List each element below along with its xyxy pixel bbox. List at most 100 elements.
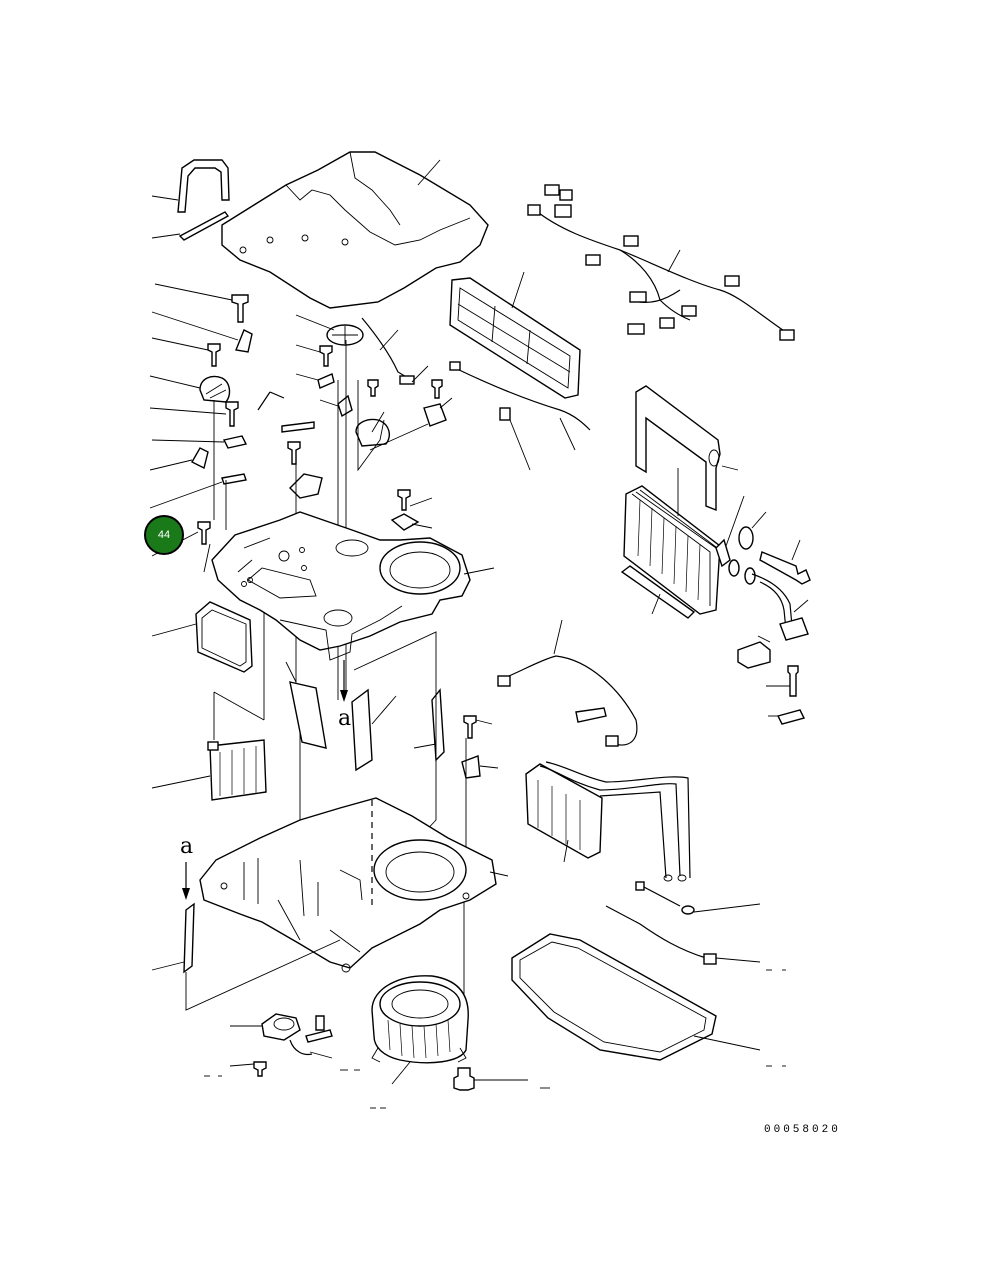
bolt (787, 665, 799, 697)
seal-strip (178, 211, 230, 241)
leader-line (791, 539, 801, 561)
callout-label: 44 (157, 529, 171, 541)
leader-line (409, 497, 433, 507)
leader-line (411, 523, 433, 529)
o-ring (728, 559, 756, 585)
leader-line (149, 459, 193, 471)
leader-line (295, 373, 319, 381)
damper-blade (431, 688, 445, 762)
temperature-sensor (635, 881, 695, 915)
leader-line (203, 543, 211, 573)
leader-line (489, 871, 509, 877)
leader-line (667, 249, 681, 273)
screw (431, 379, 443, 399)
leader-line (757, 635, 771, 643)
rod-link (281, 421, 315, 433)
leader-line (229, 1063, 255, 1067)
thermistor-cable (497, 655, 638, 747)
damper-door (289, 681, 327, 749)
leader-line (417, 159, 441, 186)
leader-line (371, 411, 385, 433)
leader-line (511, 271, 525, 309)
view-arrow-left (182, 862, 190, 900)
sensor-harness (605, 905, 717, 965)
leader-line (439, 397, 453, 409)
pipe-fitting (751, 573, 809, 641)
heater-core-plate (207, 739, 267, 801)
leader-line (149, 407, 227, 415)
leader-line (411, 365, 429, 383)
link-bracket (317, 373, 335, 389)
screw (207, 343, 221, 367)
leader-line (151, 439, 225, 443)
evaporator-core (623, 485, 721, 615)
screw (319, 345, 333, 367)
leader-line (725, 495, 745, 547)
leader-line (559, 417, 576, 451)
leader-line (479, 765, 499, 769)
screw (253, 1061, 267, 1077)
leader-line (151, 337, 209, 351)
upper-case-cover (221, 151, 489, 309)
blower-fan-motor (371, 975, 469, 1064)
lever-rod (221, 473, 247, 485)
leader-line (151, 195, 179, 201)
screw (397, 489, 411, 511)
leader-line (751, 511, 767, 529)
gasket-frame (195, 601, 253, 673)
actuator-cable (361, 317, 415, 385)
screw (367, 379, 379, 397)
damper-door (351, 688, 373, 772)
part-callout-44[interactable]: 44 (144, 515, 184, 555)
wire-sub-harness (289, 1015, 333, 1056)
leader-line (154, 283, 233, 301)
lower-case (199, 797, 497, 973)
leader-line (651, 593, 661, 615)
clamp (191, 447, 209, 470)
wire-harness (527, 184, 795, 341)
expansion-valve (715, 538, 731, 568)
handle-bracket (177, 159, 230, 213)
heater-core (525, 761, 691, 882)
leader-line (295, 344, 321, 353)
servo-motor (355, 418, 390, 447)
screw (463, 715, 477, 739)
seal-strip (620, 565, 696, 619)
middle-case (211, 511, 471, 661)
leader-line (693, 903, 761, 913)
leader-line (295, 314, 335, 331)
plate-washer (776, 709, 806, 725)
leader-line (371, 695, 397, 725)
leader-line (463, 567, 495, 575)
leader-line (413, 743, 437, 749)
leader-line (379, 329, 399, 351)
screw (231, 294, 249, 323)
leader-line (151, 961, 185, 971)
actuator-motor (423, 403, 447, 427)
seal-gasket-ring (511, 933, 717, 1061)
wire-link (257, 391, 285, 411)
seal-strip (183, 902, 195, 974)
leader-line (285, 661, 297, 683)
damper-gear (199, 375, 231, 403)
bolt (453, 1067, 475, 1091)
view-arrow-label-center: a (338, 706, 352, 731)
leader-line (151, 623, 197, 637)
leader-line (151, 233, 181, 239)
leader-line (149, 375, 201, 389)
drawing-reference-number: 00058020 (764, 1124, 841, 1136)
leader-line (319, 399, 339, 407)
link-lever (222, 435, 248, 449)
screw (287, 441, 301, 465)
view-arrow-center (340, 660, 348, 702)
mode-gear (326, 324, 364, 346)
leader-line (309, 1051, 333, 1059)
leader-line (721, 465, 739, 471)
evaporator-cover (635, 385, 721, 512)
bolt (759, 551, 811, 585)
o-ring (738, 526, 754, 550)
screw (225, 401, 239, 427)
damper-link (337, 394, 353, 418)
assembly-guide-lines (185, 939, 341, 1011)
leader-line (509, 419, 531, 471)
